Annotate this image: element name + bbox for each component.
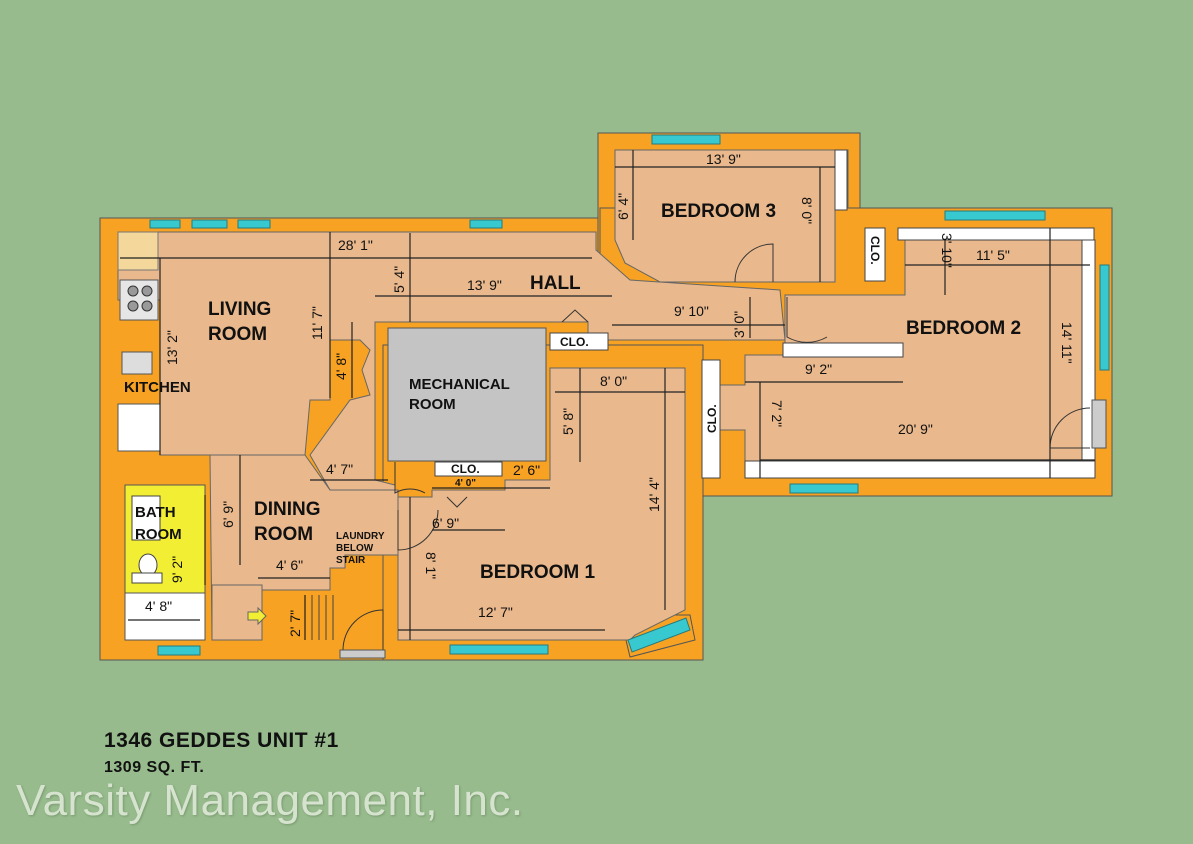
dimension-labels: 28' 1" 11' 7" 13' 2" 13' 9" 5' 4" 4' 8" … [145,151,1075,637]
hall-label: HALL [530,273,581,294]
living-room-label-2: ROOM [208,324,267,345]
laundry-label-3: STAIR [336,555,366,566]
dim-bedroom-2-alcove: 3' 10" [939,233,955,268]
doors [339,243,1107,659]
dining-room-label: DINING [254,499,321,520]
area-caption: 1309 SQ. FT. [104,759,205,776]
bedroom-1-label: BEDROOM 1 [480,562,596,583]
bedroom-3-label: BEDROOM 3 [661,201,776,222]
laundry-label: LAUNDRY [336,531,385,542]
dim-bedroom-1-width: 12' 7" [478,604,513,620]
dim-bedroom-1-left: 8' 1" [423,552,439,579]
dim-bedroom-3-right: 8' 0" [799,197,815,224]
mechanical-room [387,327,547,462]
company-watermark: Varsity Management, Inc. [16,776,524,825]
dim-bedroom-2-top: 11' 5" [976,247,1010,263]
windows [149,134,1110,656]
dim-bedroom-3-width: 13' 9" [706,151,741,167]
dim-bedroom-2-length: 20' 9" [898,421,933,437]
room-floors [117,149,1096,641]
dim-living-width: 28' 1" [338,237,373,253]
dim-bedroom-2-hall: 9' 10" [674,303,709,319]
dim-bedroom-1-top-h: 5' 8" [560,408,576,435]
mechanical-room-label: MECHANICAL [409,376,510,393]
dim-hall-width: 13' 9" [467,277,502,293]
dim-dining-top: 4' 7" [326,461,353,477]
dim-bedroom-2-inner: 9' 2" [805,361,832,377]
closet-label-bedroom-2: CLO. [705,404,719,433]
dim-bedroom-3-left: 6' 4" [615,193,631,220]
kitchen-label: KITCHEN [124,379,191,396]
dim-bedroom-2-hall-h: 3' 0" [731,311,747,338]
closet-label-hall: CLO. [560,335,589,349]
dim-stair: 2' 7" [287,610,303,637]
dim-bath-height: 9' 2" [169,556,185,583]
dim-kitchen-height: 13' 2" [164,330,180,365]
dim-bath-width: 4' 8" [145,598,172,614]
dim-bedroom-1-closet: 6' 9" [432,515,459,531]
laundry-label-2: BELOW [336,543,374,554]
bathroom-label-2: ROOM [135,526,182,543]
dim-living-height: 11' 7" [309,306,325,340]
room-labels: LIVING ROOM KITCHEN HALL BEDROOM 3 BEDRO… [124,201,1021,583]
dim-dining-height: 6' 9" [220,501,236,528]
mechanical-room-label-2: ROOM [409,396,456,413]
dim-closet-width: 4' 0" [455,478,476,489]
dim-bedroom-1-height: 14' 4" [646,477,662,512]
closet-label-bedroom-3: CLO. [868,236,882,265]
address-caption: 1346 GEDDES UNIT #1 [104,729,339,752]
closet-label-bedroom-1: CLO. [451,462,480,476]
dim-dining-bottom: 4' 6" [276,557,303,573]
dimension-lines [120,150,1095,640]
bathroom [124,484,206,641]
bathroom-label: BATH [135,504,176,521]
kitchen-fixtures [117,231,161,452]
living-room-label: LIVING [208,299,271,320]
dim-living-inner: 4' 8" [333,353,349,380]
dim-hall-height: 5' 4" [391,266,407,293]
bedroom-2-label: BEDROOM 2 [906,318,1021,339]
dining-room-label-2: ROOM [254,524,313,545]
dim-bedroom-2-height: 14' 11" [1059,322,1075,364]
dim-bedroom-1-top: 8' 0" [600,373,627,389]
closets [434,149,1096,479]
dim-closet-side: 2' 6" [513,462,540,478]
dim-bedroom-2-inner-h: 7' 2" [769,400,785,427]
